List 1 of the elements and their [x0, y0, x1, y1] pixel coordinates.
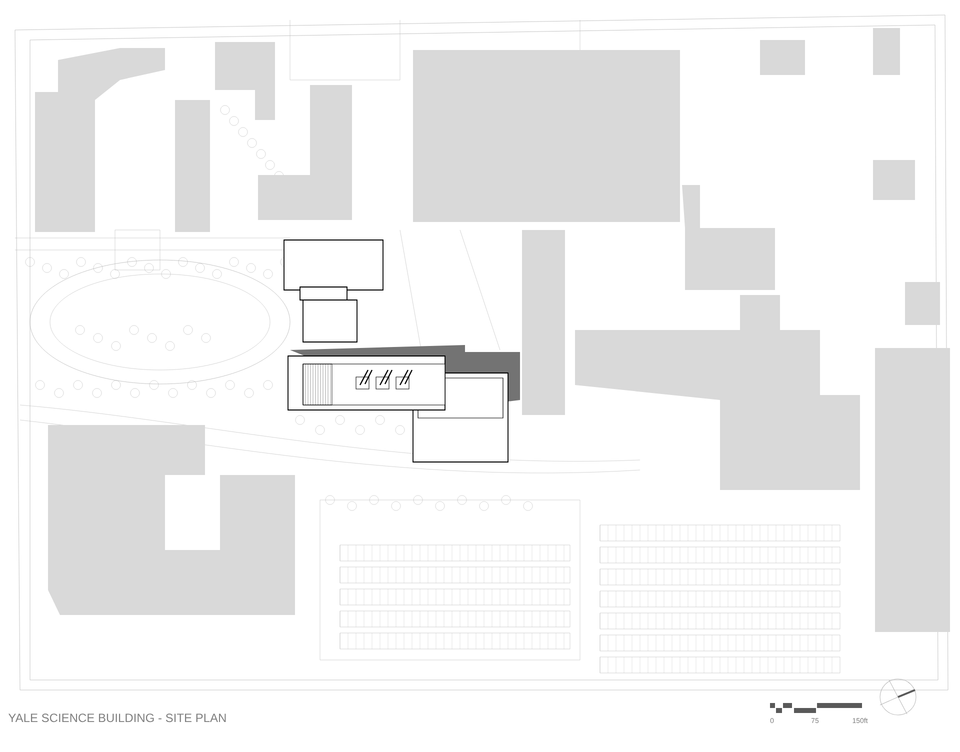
title: YALE SCIENCE BUILDING - SITE PLAN: [8, 714, 226, 722]
